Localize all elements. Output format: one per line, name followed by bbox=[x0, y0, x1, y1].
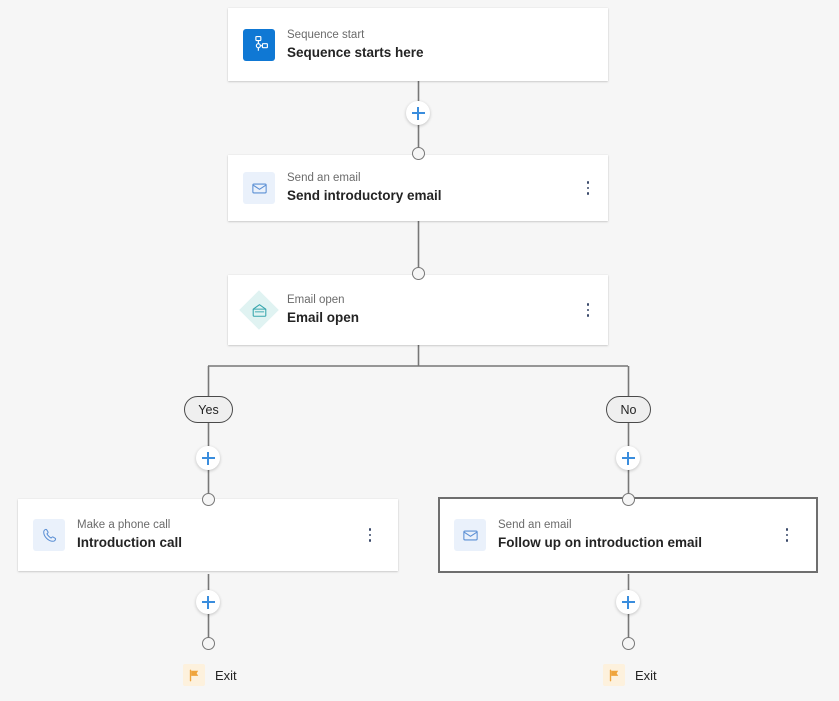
node-subtitle: Send an email bbox=[287, 172, 361, 184]
email-icon bbox=[243, 172, 275, 204]
add-step-yes-branch-button[interactable] bbox=[196, 446, 220, 470]
flag-icon bbox=[603, 664, 625, 686]
email-open-icon bbox=[239, 290, 279, 330]
node-introduction-call[interactable]: Make a phone call Introduction call bbox=[18, 499, 398, 571]
node-text-block: Sequence start Sequence starts here bbox=[287, 28, 424, 62]
connector-port-exit-no[interactable] bbox=[622, 637, 635, 650]
node-title: Follow up on introduction email bbox=[498, 535, 702, 550]
connector-port-email-open-card[interactable] bbox=[412, 267, 425, 280]
add-step-after-call-button[interactable] bbox=[196, 590, 220, 614]
node-text-block: Email open Email open bbox=[287, 293, 359, 327]
branch-label-text: No bbox=[620, 402, 637, 417]
node-sequence-start[interactable]: Sequence start Sequence starts here bbox=[228, 8, 608, 81]
node-title: Introduction call bbox=[77, 535, 183, 550]
node-text-block: Make a phone call Introduction call bbox=[77, 518, 182, 552]
connector-port-exit-yes[interactable] bbox=[202, 637, 215, 650]
sequence-start-icon bbox=[243, 28, 275, 61]
add-step-no-branch-button[interactable] bbox=[616, 446, 640, 470]
node-more-options-icon[interactable] bbox=[778, 524, 796, 546]
node-more-options-icon[interactable] bbox=[579, 177, 597, 199]
branch-label-text: Yes bbox=[198, 402, 219, 417]
node-text-block: Send an email Send introductory email bbox=[287, 171, 442, 205]
branch-label-yes[interactable]: Yes bbox=[184, 396, 233, 423]
node-email-open-condition[interactable]: Email open Email open bbox=[228, 275, 608, 345]
exit-label: Exit bbox=[215, 667, 237, 683]
add-step-after-follow-up-button[interactable] bbox=[616, 590, 640, 614]
exit-label: Exit bbox=[635, 667, 657, 683]
connector-port-follow-up-email[interactable] bbox=[622, 493, 635, 506]
node-title: Send introductory email bbox=[287, 188, 442, 203]
node-subtitle: Make a phone call bbox=[77, 519, 171, 531]
node-send-introductory-email[interactable]: Send an email Send introductory email bbox=[228, 155, 608, 221]
node-subtitle: Send an email bbox=[498, 519, 572, 531]
flag-icon bbox=[183, 664, 205, 686]
branch-label-no[interactable]: No bbox=[606, 396, 651, 423]
node-more-options-icon[interactable] bbox=[361, 524, 379, 546]
connector-port-email-card[interactable] bbox=[412, 147, 425, 160]
node-title: Email open bbox=[287, 310, 360, 325]
exit-marker-yes[interactable]: Exit bbox=[183, 664, 237, 686]
phone-icon bbox=[33, 519, 65, 551]
exit-marker-no[interactable]: Exit bbox=[603, 664, 657, 686]
node-more-options-icon[interactable] bbox=[579, 299, 597, 321]
connector-port-introduction-call[interactable] bbox=[202, 493, 215, 506]
node-subtitle: Email open bbox=[287, 294, 345, 306]
node-follow-up-on-introduction-email[interactable]: Send an email Follow up on introduction … bbox=[438, 497, 818, 573]
node-title: Sequence starts here bbox=[287, 44, 424, 60]
email-icon bbox=[454, 519, 486, 551]
node-text-block: Send an email Follow up on introduction … bbox=[498, 518, 702, 552]
node-subtitle: Sequence start bbox=[287, 28, 365, 41]
add-step-after-start-button[interactable] bbox=[406, 101, 430, 125]
